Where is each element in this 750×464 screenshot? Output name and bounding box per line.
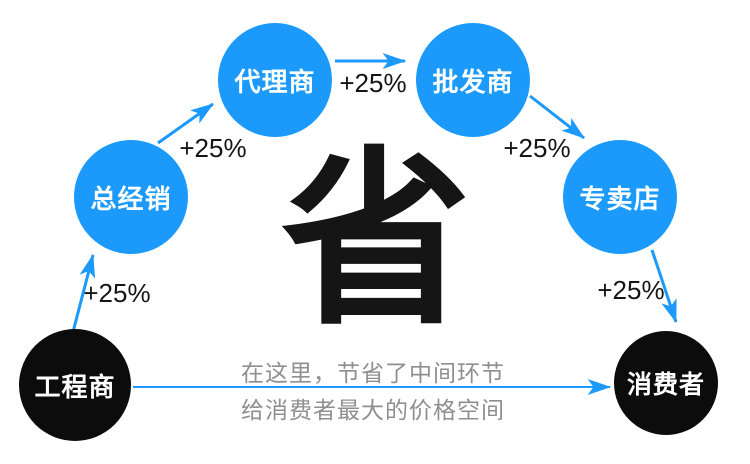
markup-label-3: +25% [339, 68, 407, 98]
markup-label-2: +25% [179, 133, 247, 163]
arrow-wholesaler-to-specialty-store [529, 94, 585, 140]
node-label-agent: 代理商 [234, 66, 316, 97]
arrow-contractor-to-general-distributor [71, 253, 96, 333]
node-consumer: 消费者 [614, 331, 718, 435]
markup-label-5: +25% [597, 275, 665, 305]
arrow-specialty-store-to-consumer [650, 249, 678, 324]
node-contractor: 工程商 [19, 329, 131, 441]
savings-character: 省 [280, 135, 471, 347]
caption-line-1: 在这里，节省了中间环节 [241, 360, 505, 386]
node-label-wholesaler: 批发商 [432, 66, 514, 97]
node-label-specialty-store: 专卖店 [579, 183, 661, 214]
node-agent: 代理商 [218, 23, 332, 137]
caption-line-2: 给消费者最大的价格空间 [241, 397, 505, 423]
markup-label-4: +25% [503, 133, 571, 163]
node-label-general-distributor: 总经销 [90, 183, 172, 214]
node-label-contractor: 工程商 [34, 371, 116, 402]
markup-label-1: +25% [83, 278, 151, 308]
node-label-consumer: 消费者 [626, 371, 705, 399]
node-wholesaler: 批发商 [416, 23, 530, 137]
node-general-distributor: 总经销 [74, 140, 188, 254]
arrow-general-distributor-to-agent [157, 102, 214, 145]
node-specialty-store: 专卖店 [563, 140, 677, 254]
